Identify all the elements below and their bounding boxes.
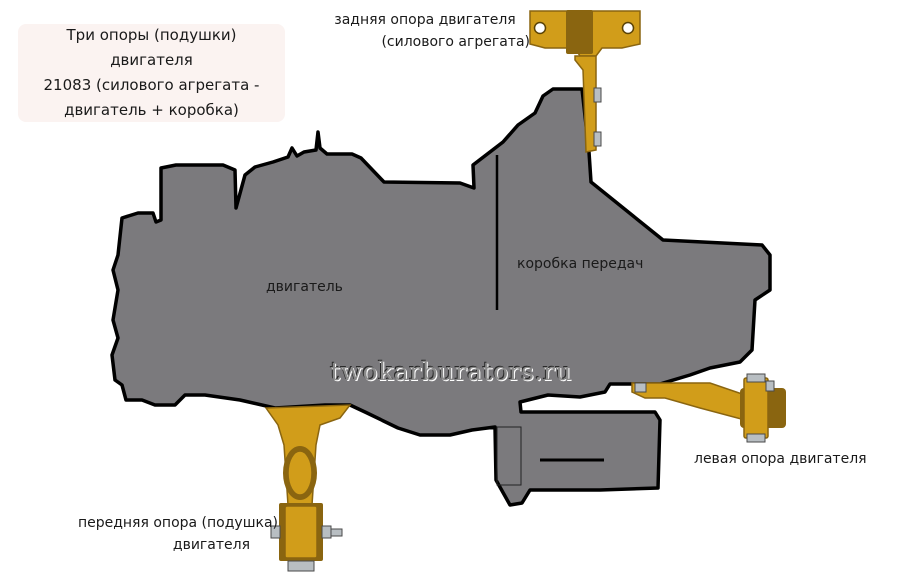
rear-mount-label-line-2: (силового агрегата) [381,34,530,50]
gearbox-end-cover [496,426,522,486]
title-line-3: двигатель + коробка) [64,101,239,119]
left-mount [631,373,786,443]
front-mount-label-line-1: передняя опора (подушка) [77,515,278,531]
rear-mount-label-line-1: задняя опора двигателя [334,12,516,28]
watermark: twokarburators.ru [330,357,572,386]
left-mount-label: левая опора двигателя [694,451,867,467]
front-mount [264,404,352,572]
front-mount-label-line-2: двигателя [172,537,250,553]
title-line-1: Три опоры (подушки) двигателя [66,26,237,69]
engine-label: двигатель [266,279,343,295]
title-line-2: 21083 (силового агрегата - [43,76,260,94]
gearbox-label: коробка передач [517,256,644,272]
power-unit-body [110,87,772,507]
title-box: Три опоры (подушки) двигателя 21083 (сил… [18,24,285,122]
rear-mount-label: задняя опора двигателя (силового агрегат… [320,9,530,53]
rear-mount [529,10,641,153]
front-mount-label: передняя опора (подушка) двигателя [46,512,278,556]
